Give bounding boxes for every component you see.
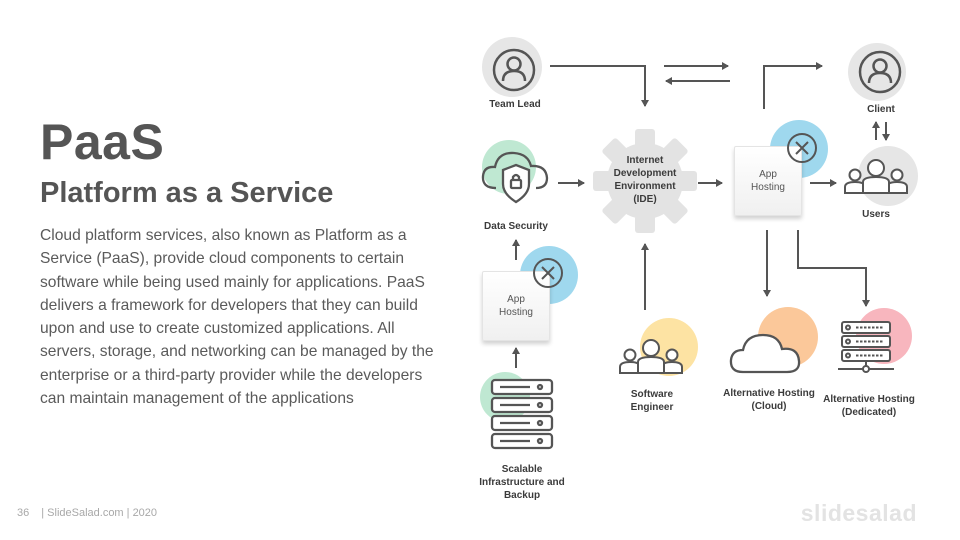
alt-cloud-label: Alternative Hosting (Cloud) [723, 388, 815, 412]
ide-label: Internet Development Environment (IDE) [613, 155, 677, 205]
users-accent [858, 146, 918, 206]
slide-title: PaaS [40, 114, 165, 170]
scalable-label: Scalable Infrastructure and Backup [479, 464, 565, 501]
data-security-icon [481, 151, 549, 204]
client-label: Client [867, 104, 895, 115]
team-lead-icon [492, 48, 536, 92]
footer-text: | SlideSalad.com | 2020 [41, 507, 158, 519]
arrow-apphosting-to-client [763, 62, 823, 109]
client-icon [858, 50, 902, 94]
server-rack-icon [838, 321, 894, 373]
brand-watermark: slidesalad [800, 500, 917, 526]
users-group-icon [844, 159, 908, 194]
connector-lines [512, 62, 890, 368]
slide-subtitle: Platform as a Service [40, 177, 334, 209]
arrow-apphosting-to-dedicated [797, 230, 870, 307]
software-engineer-label: Software Engineer [630, 389, 674, 413]
app-hosting-left-card [482, 271, 550, 341]
alt-dedicated-label: Alternative Hosting (Dedicated) [823, 394, 915, 418]
data-security-label: Data Security [484, 221, 548, 232]
close-icon [533, 258, 563, 288]
ide-gear-icon [593, 129, 697, 233]
arrow-teamlead-to-ide [550, 65, 649, 107]
team-lead-accent [482, 37, 542, 97]
cloud-icon [729, 333, 801, 374]
app-hosting-left-label: App Hosting [499, 294, 533, 318]
page-number: 36 [17, 507, 30, 519]
server-stack-icon [490, 378, 554, 450]
close-icon [787, 133, 817, 163]
users-label: Users [862, 209, 890, 220]
software-engineer-icon [619, 339, 683, 374]
slide-body-text: Cloud platform services, also known as P… [40, 227, 434, 408]
app-hosting-top-label: App Hosting [751, 169, 785, 193]
footer: 36 | SlideSalad.com | 2020 [17, 507, 157, 519]
team-lead-label: Team Lead [489, 99, 541, 110]
